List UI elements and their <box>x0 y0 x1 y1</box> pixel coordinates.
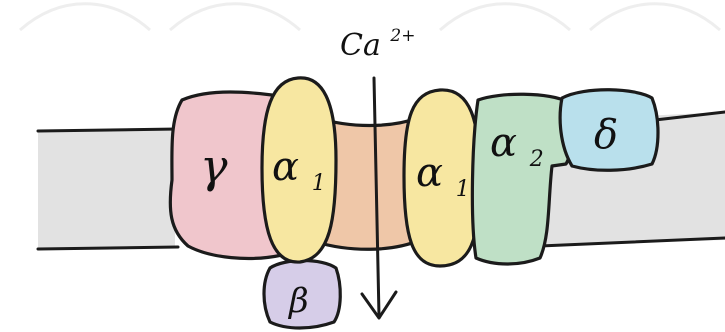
delta-label: δ <box>594 112 618 158</box>
alpha2-subscript: 2 <box>529 147 544 172</box>
beta-label: β <box>287 281 309 321</box>
calcium-flow-arrow <box>360 76 398 320</box>
delta-subunit <box>558 88 660 172</box>
alpha1-right-subscript: 1 <box>456 177 470 202</box>
background-doodles <box>19 2 721 32</box>
membrane-top-line-right <box>653 110 725 122</box>
alpha1-right-letter: α <box>416 150 443 196</box>
membrane-bottom-line-left <box>36 245 180 251</box>
alpha1-left-subunit <box>260 76 338 264</box>
gamma-label: γ <box>200 139 228 193</box>
alpha1-left-subscript: 1 <box>312 171 326 196</box>
arrow-shaft <box>372 76 381 318</box>
alpha2-label: α 2 <box>490 120 544 172</box>
calcium-ion-label: Ca 2+ <box>340 26 415 63</box>
membrane-top-line-left <box>36 127 180 133</box>
arrow-head <box>360 290 398 320</box>
membrane-left-band <box>38 130 175 248</box>
alpha1-left-letter: α <box>272 144 299 190</box>
beta-subunit <box>262 258 342 330</box>
alpha1-left-label: α 1 <box>272 144 326 196</box>
calcium-symbol: Ca <box>340 28 381 63</box>
alpha2-letter: α <box>490 120 517 166</box>
alpha1-right-label: α 1 <box>416 150 470 202</box>
calcium-charge: 2+ <box>389 26 415 46</box>
gamma-subunit <box>168 90 284 261</box>
membrane-bottom-line-right <box>538 236 725 248</box>
